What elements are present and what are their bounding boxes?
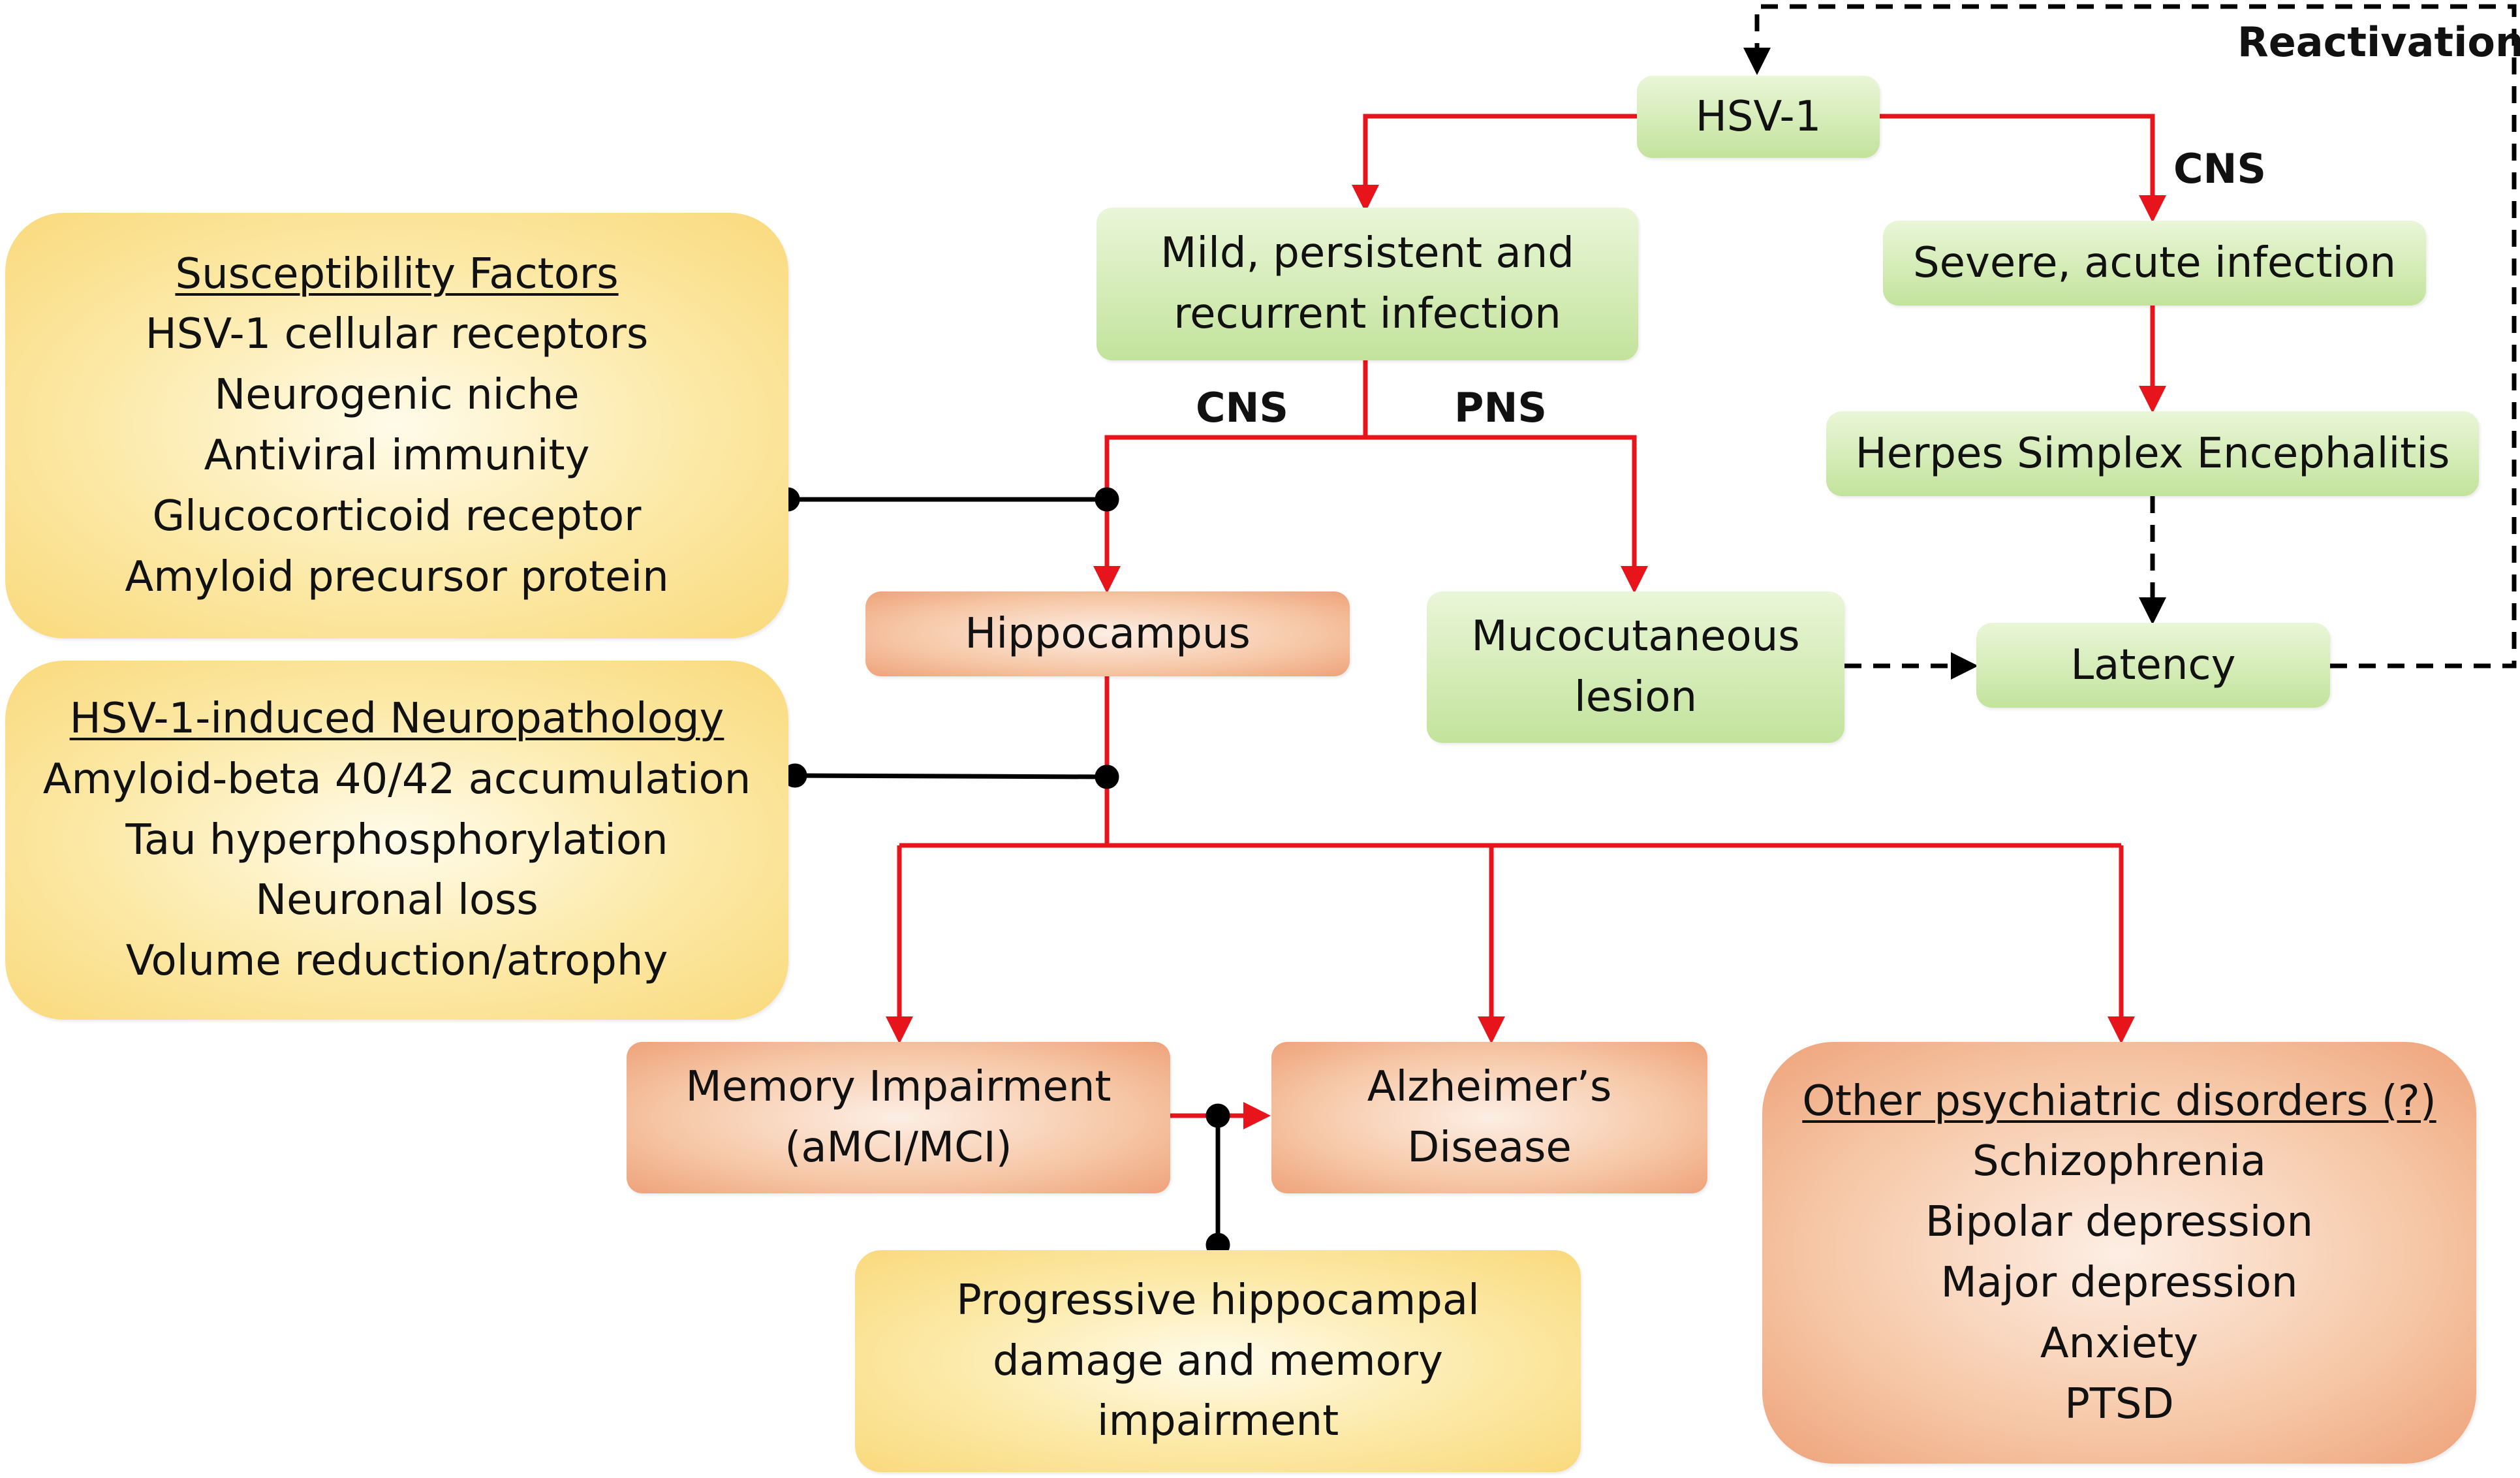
neuropathology-item: Volume reduction/atrophy — [125, 937, 668, 986]
label-pns: PNS — [1454, 384, 1547, 432]
susceptibility-item: Antiviral immunity — [204, 432, 590, 480]
node-progressive-damage: Progressive hippocampal damage and memor… — [855, 1250, 1581, 1472]
psychiatric-item: Anxiety — [2040, 1319, 2199, 1368]
node-neuropathology: HSV-1-induced Neuropathology Amyloid-bet… — [5, 661, 788, 1020]
susceptibility-title: Susceptibility Factors — [175, 249, 619, 298]
psychiatric-item: Bipolar depression — [1925, 1198, 2314, 1247]
node-mucocutaneous-lesion: Mucocutaneous lesion — [1427, 591, 1844, 743]
node-hsv1: HSV-1 — [1637, 76, 1880, 158]
node-mild-infection: Mild, persistent and recurrent infection — [1097, 208, 1638, 360]
arrow-mild-branch-pns — [1365, 435, 1648, 593]
psychiatric-item: Schizophrenia — [1972, 1137, 2266, 1186]
neuropathology-title: HSV-1-induced Neuropathology — [69, 695, 724, 743]
node-severe-infection: Severe, acute infection — [1883, 221, 2426, 306]
psychiatric-item: PTSD — [2064, 1379, 2174, 1428]
neuropathology-item: Amyloid-beta 40/42 accumulation — [42, 755, 751, 804]
label-cns-right: CNS — [2173, 145, 2267, 193]
label-cns-left: CNS — [1196, 384, 1289, 432]
susceptibility-item: Neurogenic niche — [214, 371, 580, 420]
arrow-hsv1-to-severe — [1880, 114, 2166, 223]
susceptibility-item: Amyloid precursor protein — [125, 552, 669, 601]
neuropathology-item: Tau hyperphosphorylation — [125, 815, 668, 864]
connector-neuropathology — [794, 773, 1108, 779]
susceptibility-item: HSV-1 cellular receptors — [145, 310, 649, 359]
node-psychiatric-disorders: Other psychiatric disorders (?) Schizoph… — [1762, 1042, 2476, 1464]
psychiatric-title: Other psychiatric disorders (?) — [1802, 1077, 2436, 1125]
node-memory-impairment: Memory Impairment (aMCI/MCI) — [627, 1042, 1170, 1193]
arrow-to-memory — [899, 843, 2121, 1039]
label-reactivation: Reactivation — [2237, 18, 2520, 66]
node-alzheimers: Alzheimer’s Disease — [1271, 1042, 1707, 1193]
arrow-hsv1-to-mild — [1352, 114, 1637, 212]
node-hippocampus: Hippocampus — [865, 591, 1350, 676]
psychiatric-item: Major depression — [1940, 1259, 2298, 1307]
neuropathology-item: Neuronal loss — [255, 876, 538, 925]
susceptibility-item: Glucocorticoid receptor — [152, 492, 642, 541]
node-hse: Herpes Simplex Encephalitis — [1826, 411, 2479, 496]
node-susceptibility-factors: Susceptibility Factors HSV-1 cellular re… — [5, 213, 788, 638]
node-latency: Latency — [1976, 623, 2330, 708]
arrow-mild-branch-cns — [1093, 360, 1368, 593]
dashed-reactivation-loop — [1743, 4, 2517, 668]
